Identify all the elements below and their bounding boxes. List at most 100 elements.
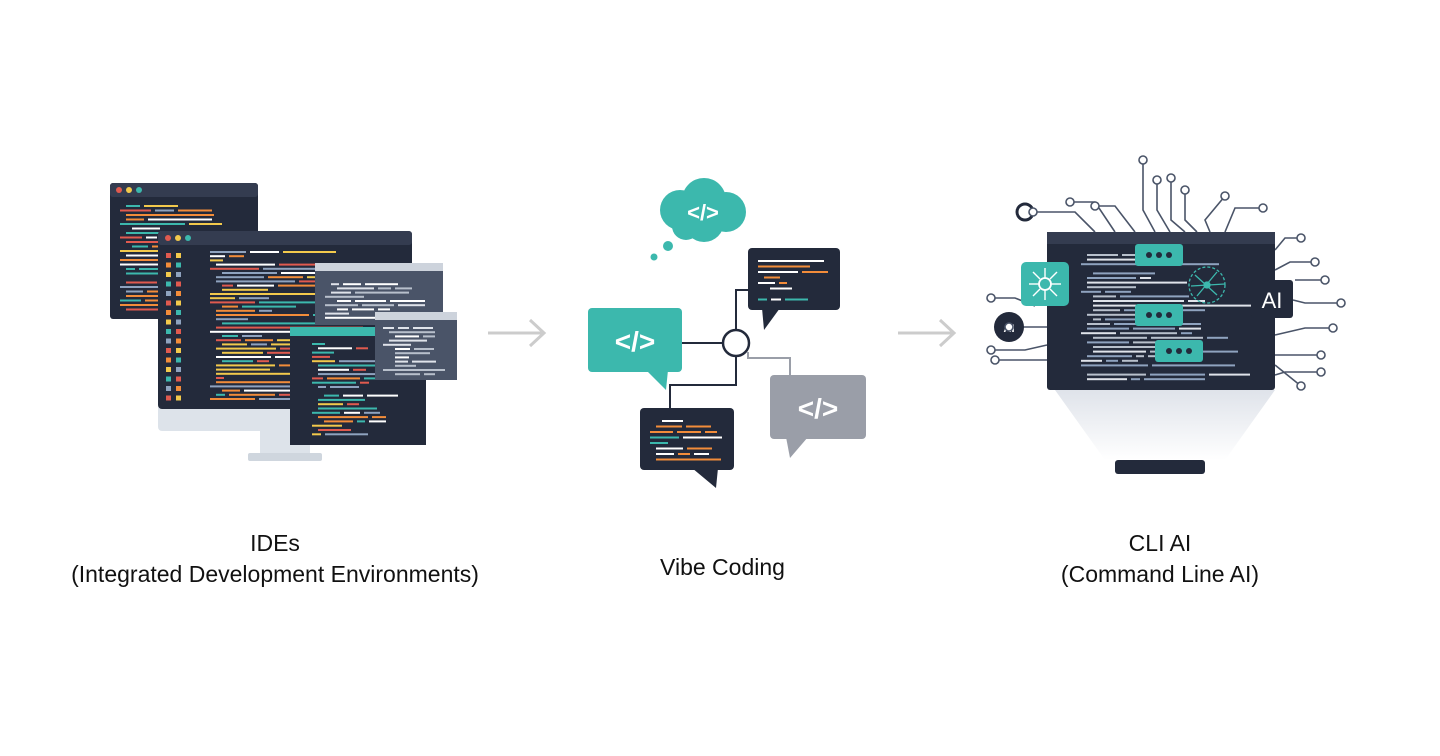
code-line bbox=[147, 290, 161, 293]
trace-end-node bbox=[986, 345, 996, 355]
code-line bbox=[1144, 378, 1205, 381]
trace-end-node bbox=[1336, 298, 1346, 308]
code-line bbox=[148, 218, 212, 221]
code-line bbox=[395, 352, 430, 355]
ai-circuit-terminal-icon: AI AI bbox=[986, 155, 1346, 474]
trace-end-node bbox=[1296, 381, 1306, 391]
code-line bbox=[1136, 355, 1144, 358]
code-line bbox=[257, 360, 269, 363]
code-line bbox=[364, 377, 385, 380]
pill-dot bbox=[1166, 348, 1172, 354]
code-line bbox=[378, 308, 390, 311]
code-line bbox=[216, 318, 248, 321]
code-line bbox=[312, 351, 334, 354]
code-line bbox=[378, 287, 391, 290]
code-line bbox=[176, 300, 181, 306]
code-line bbox=[166, 357, 171, 363]
code-line bbox=[242, 335, 262, 337]
code-line bbox=[176, 367, 181, 372]
code-line bbox=[280, 347, 299, 350]
code-line bbox=[331, 291, 351, 294]
code-line bbox=[176, 272, 181, 277]
code-line bbox=[395, 356, 409, 359]
code-line bbox=[176, 376, 181, 382]
code-line bbox=[126, 254, 160, 257]
stage-title: CLI AI bbox=[1128, 530, 1192, 556]
code-line bbox=[398, 327, 409, 329]
circuit-trace bbox=[991, 344, 1048, 351]
code-line bbox=[176, 386, 181, 391]
code-line bbox=[178, 209, 212, 212]
code-line bbox=[677, 431, 701, 433]
network-node-tile bbox=[1021, 262, 1069, 306]
code-line bbox=[352, 308, 374, 311]
code-line bbox=[764, 276, 780, 279]
code-line bbox=[1105, 318, 1143, 321]
code-line bbox=[1087, 378, 1127, 381]
code-line bbox=[364, 411, 380, 414]
code-line bbox=[126, 218, 144, 221]
circuit-trace bbox=[1292, 299, 1341, 304]
code-line bbox=[139, 268, 168, 270]
circuit-trace bbox=[1204, 195, 1226, 233]
code-line bbox=[1122, 359, 1138, 362]
code-line bbox=[325, 304, 358, 307]
circuit-trace bbox=[1170, 178, 1186, 233]
code-line bbox=[357, 420, 365, 423]
code-line bbox=[210, 255, 225, 258]
code-chat-bubbles-icon: </> </> </> bbox=[588, 178, 866, 488]
code-line bbox=[126, 214, 214, 216]
code-line bbox=[166, 329, 171, 334]
pill-dot bbox=[1156, 252, 1162, 258]
trace-end-node bbox=[1316, 367, 1326, 377]
code-line bbox=[344, 411, 360, 414]
code-line bbox=[1167, 263, 1219, 266]
code-line bbox=[166, 300, 171, 306]
code-line bbox=[656, 458, 721, 461]
code-line bbox=[383, 343, 411, 346]
code-line bbox=[656, 425, 682, 428]
code-line bbox=[683, 436, 722, 439]
code-line bbox=[686, 425, 711, 428]
circuit-trace bbox=[1224, 207, 1263, 233]
code-line bbox=[318, 407, 377, 410]
code-line bbox=[650, 431, 673, 433]
code-line bbox=[758, 271, 798, 273]
code-line bbox=[1087, 277, 1136, 279]
code-line bbox=[1105, 290, 1131, 293]
code-line bbox=[120, 223, 185, 225]
code-line bbox=[1124, 309, 1144, 312]
thought-cloud: </> bbox=[650, 178, 746, 261]
code-line bbox=[656, 453, 674, 455]
trace-end-node bbox=[1296, 233, 1306, 243]
code-line bbox=[176, 357, 181, 363]
trace-end-node bbox=[1316, 350, 1326, 360]
code-line bbox=[312, 360, 335, 363]
stage-title: IDEs bbox=[250, 530, 300, 556]
multi-window-code-editor-icon bbox=[110, 183, 457, 461]
circuit-trace bbox=[1033, 211, 1096, 233]
code-line bbox=[176, 329, 181, 334]
code-line bbox=[390, 300, 425, 302]
code-line bbox=[132, 227, 160, 230]
code-line bbox=[1087, 254, 1118, 256]
stage-subtitle: (Integrated Development Environments) bbox=[71, 561, 479, 587]
code-line bbox=[1087, 341, 1129, 344]
trace-end-node bbox=[1152, 175, 1162, 185]
trace-end-node bbox=[1028, 207, 1038, 217]
code-line bbox=[395, 348, 410, 350]
code-line bbox=[222, 389, 240, 392]
code-line bbox=[318, 403, 343, 406]
code-line bbox=[237, 284, 274, 287]
code-line bbox=[327, 377, 360, 380]
code-line bbox=[210, 251, 246, 253]
code-line bbox=[189, 223, 222, 225]
code-line bbox=[389, 331, 435, 334]
code-line bbox=[263, 267, 328, 270]
pill-dot bbox=[1186, 348, 1192, 354]
trace-end-node bbox=[1258, 203, 1268, 213]
code-line bbox=[1093, 350, 1146, 353]
code-line bbox=[353, 368, 366, 371]
code-line bbox=[395, 287, 412, 290]
